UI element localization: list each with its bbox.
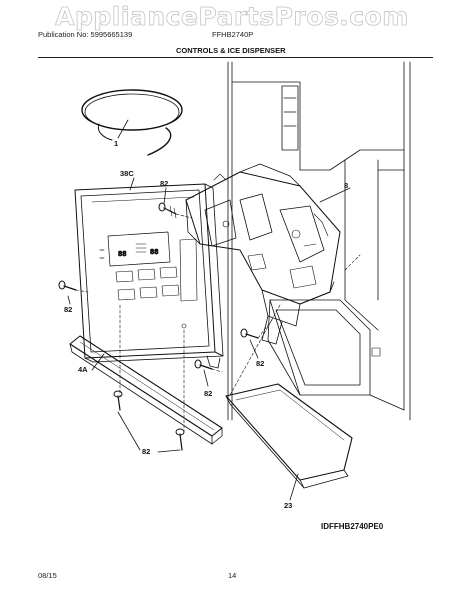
display-digits-right: 88 bbox=[150, 249, 158, 257]
display-digits-left: 88 bbox=[118, 251, 126, 259]
callout-82-mid: 82 bbox=[204, 389, 212, 398]
cabinet-outline bbox=[227, 61, 411, 421]
callout-82-top: 82 bbox=[160, 179, 168, 188]
model-number: FFHB2740P bbox=[212, 30, 254, 39]
screw-icon bbox=[175, 428, 185, 451]
leader-82-left bbox=[67, 295, 71, 305]
screw-icon bbox=[194, 359, 213, 370]
screw-icon bbox=[113, 390, 123, 411]
footer-date: 08/15 bbox=[38, 571, 57, 580]
callout-82-bottom: 82 bbox=[142, 447, 150, 456]
leader-82-center bbox=[249, 339, 259, 359]
section-title: CONTROLS & ICE DISPENSER bbox=[176, 46, 286, 55]
callout-4a: 4A bbox=[78, 365, 88, 374]
callout-1: 1 bbox=[114, 139, 118, 148]
control-panel bbox=[74, 183, 224, 369]
diagram-id: IDFFHB2740PE0 bbox=[321, 522, 384, 531]
callout-82-center: 82 bbox=[256, 359, 264, 368]
publication-number: Publication No: 5995665139 bbox=[38, 30, 133, 39]
tubing-coil bbox=[81, 89, 183, 156]
leader-82-bottom-b bbox=[157, 449, 181, 453]
callout-38c: 38C bbox=[120, 169, 134, 178]
callout-8: 8 bbox=[344, 181, 348, 190]
footer-page-number: 14 bbox=[228, 571, 237, 580]
leader-4a bbox=[91, 353, 105, 371]
header-divider bbox=[38, 57, 433, 58]
watermark-logo: AppliancePartsPros.com bbox=[55, 2, 409, 32]
drip-tray bbox=[225, 383, 353, 489]
leader-1 bbox=[117, 119, 129, 139]
display-segments bbox=[135, 243, 147, 253]
screw-icon bbox=[58, 280, 77, 291]
screw-icon bbox=[240, 328, 259, 339]
callout-82-left: 82 bbox=[64, 305, 72, 314]
ice-dispenser-assembly bbox=[185, 163, 341, 345]
callout-23: 23 bbox=[284, 501, 292, 510]
leader-38c bbox=[129, 177, 135, 191]
leader-23 bbox=[289, 473, 299, 501]
screw-icon bbox=[158, 202, 177, 219]
leader-82-bottom-a bbox=[117, 411, 141, 451]
leader-82-mid bbox=[203, 369, 209, 387]
leader-8 bbox=[319, 187, 351, 203]
leader-82-top bbox=[163, 187, 167, 205]
